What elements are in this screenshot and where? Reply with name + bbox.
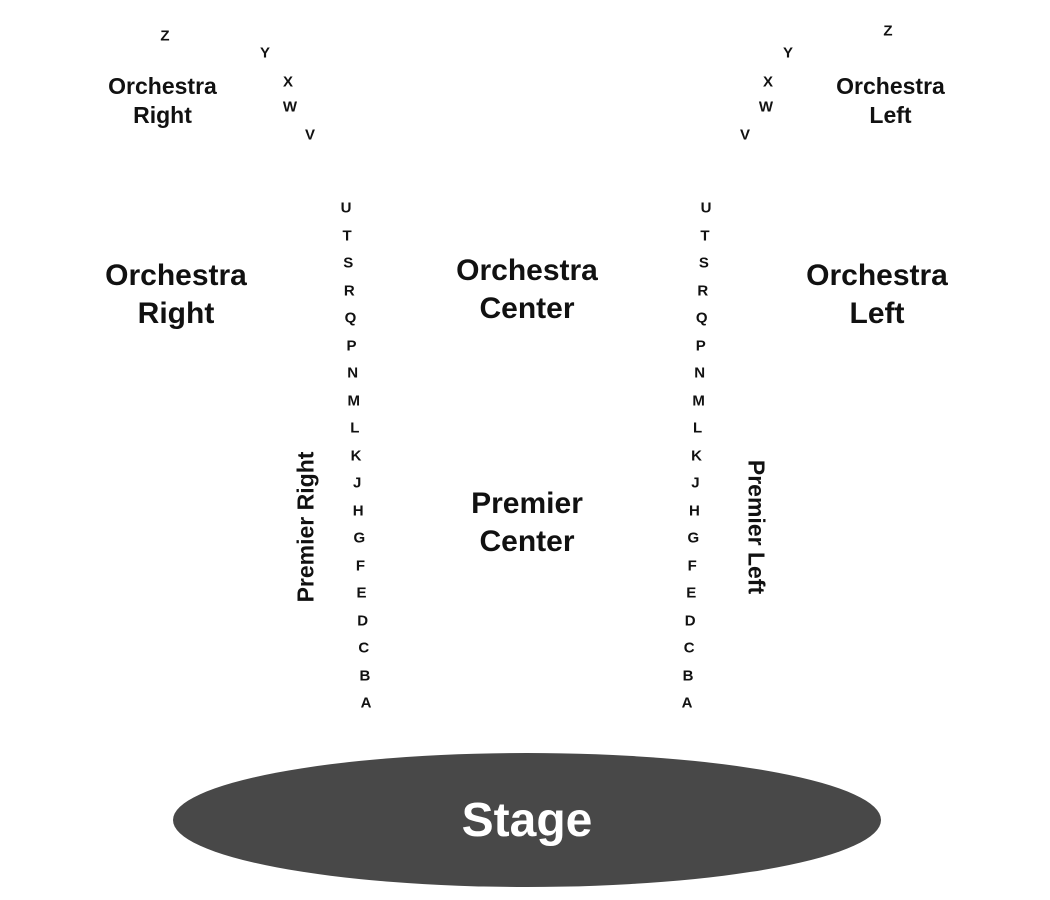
row-label-aisle-left-U[interactable]: U xyxy=(700,199,712,217)
row-label-aisle-right-U[interactable]: U xyxy=(340,199,352,217)
section-label-line: Orchestra xyxy=(108,73,217,99)
section-label-line: Left xyxy=(869,101,912,128)
section-label-line: Right xyxy=(133,101,192,128)
row-label-aisle-right-M[interactable]: M xyxy=(347,392,361,409)
row-label-aisle-left-G[interactable]: G xyxy=(687,529,700,547)
section-orchestra-left[interactable]: Orchestra Left xyxy=(797,257,957,332)
section-orchestra-right-rear[interactable]: Orchestra Right xyxy=(100,72,225,130)
row-label-aisle-right-T[interactable]: T xyxy=(342,227,352,244)
row-label-aisle-left-A[interactable]: A xyxy=(681,694,693,712)
row-label-aisle-left-C[interactable]: C xyxy=(683,639,695,657)
row-label-aisle-right-J[interactable]: J xyxy=(352,474,362,492)
row-label-aisle-left-E[interactable]: E xyxy=(686,584,697,602)
section-label-line: Right xyxy=(137,296,215,330)
row-label-right-Z[interactable]: Z xyxy=(160,27,170,45)
section-label-line: Orchestra xyxy=(806,259,948,292)
section-orchestra-left-rear[interactable]: Orchestra Left xyxy=(828,72,953,130)
row-label-aisle-left-Q[interactable]: Q xyxy=(695,309,708,327)
row-label-aisle-left-M[interactable]: M xyxy=(692,392,705,409)
stage: Stage xyxy=(173,753,881,887)
row-label-left-X[interactable]: X xyxy=(762,73,774,91)
row-label-aisle-right-H[interactable]: H xyxy=(352,502,364,519)
row-label-aisle-left-T[interactable]: T xyxy=(700,227,710,244)
section-premier-right[interactable]: Premier Right xyxy=(292,451,319,603)
row-label-right-Y[interactable]: Y xyxy=(259,44,271,62)
row-label-right-V[interactable]: V xyxy=(304,126,316,144)
row-label-aisle-right-N[interactable]: N xyxy=(347,364,359,382)
row-label-aisle-right-D[interactable]: D xyxy=(357,612,369,629)
row-label-aisle-left-H[interactable]: H xyxy=(688,502,700,519)
row-label-aisle-right-B[interactable]: B xyxy=(359,667,371,684)
row-label-aisle-left-S[interactable]: S xyxy=(698,254,709,272)
row-label-aisle-right-S[interactable]: S xyxy=(343,254,354,272)
section-label-line: Orchestra xyxy=(836,73,945,99)
section-label-line: Center xyxy=(479,524,575,558)
section-label-line: Left xyxy=(849,296,905,330)
row-label-aisle-right-A[interactable]: A xyxy=(360,694,372,712)
section-label-line: Premier xyxy=(471,487,583,520)
row-label-aisle-right-K[interactable]: K xyxy=(350,447,362,464)
row-label-aisle-left-J[interactable]: J xyxy=(691,474,700,492)
row-label-aisle-right-Q[interactable]: Q xyxy=(344,309,357,327)
row-label-aisle-right-P[interactable]: P xyxy=(346,337,357,354)
row-label-left-Z[interactable]: Z xyxy=(883,22,893,40)
row-label-aisle-left-R[interactable]: R xyxy=(697,282,709,299)
section-premier-center[interactable]: Premier Center xyxy=(457,485,597,560)
row-label-aisle-left-L[interactable]: L xyxy=(692,419,703,437)
row-label-aisle-left-D[interactable]: D xyxy=(684,612,696,629)
row-label-aisle-left-K[interactable]: K xyxy=(691,447,702,464)
row-label-aisle-right-L[interactable]: L xyxy=(350,419,360,437)
section-orchestra-right[interactable]: Orchestra Right xyxy=(96,257,256,332)
row-label-aisle-right-C[interactable]: C xyxy=(358,639,370,657)
section-label-line: Orchestra xyxy=(456,254,598,287)
row-label-aisle-right-R[interactable]: R xyxy=(343,282,355,299)
row-label-left-W[interactable]: W xyxy=(758,98,774,116)
row-label-aisle-left-B[interactable]: B xyxy=(682,667,694,684)
section-label-line: Orchestra xyxy=(105,259,247,292)
row-label-left-Y[interactable]: Y xyxy=(782,44,794,62)
section-label-line: Center xyxy=(479,291,575,325)
section-premier-left[interactable]: Premier Left xyxy=(743,459,770,595)
row-label-right-X[interactable]: X xyxy=(282,73,294,91)
row-label-aisle-left-P[interactable]: P xyxy=(695,337,706,354)
row-label-left-V[interactable]: V xyxy=(739,126,751,144)
row-label-aisle-left-F[interactable]: F xyxy=(687,557,697,574)
section-orchestra-center[interactable]: Orchestra Center xyxy=(447,252,607,327)
row-label-right-W[interactable]: W xyxy=(282,98,298,116)
row-label-aisle-right-E[interactable]: E xyxy=(356,584,367,602)
stage-label: Stage xyxy=(461,793,593,847)
row-label-aisle-right-F[interactable]: F xyxy=(355,557,366,574)
row-label-aisle-left-N[interactable]: N xyxy=(694,364,706,382)
row-label-aisle-right-G[interactable]: G xyxy=(353,529,366,547)
